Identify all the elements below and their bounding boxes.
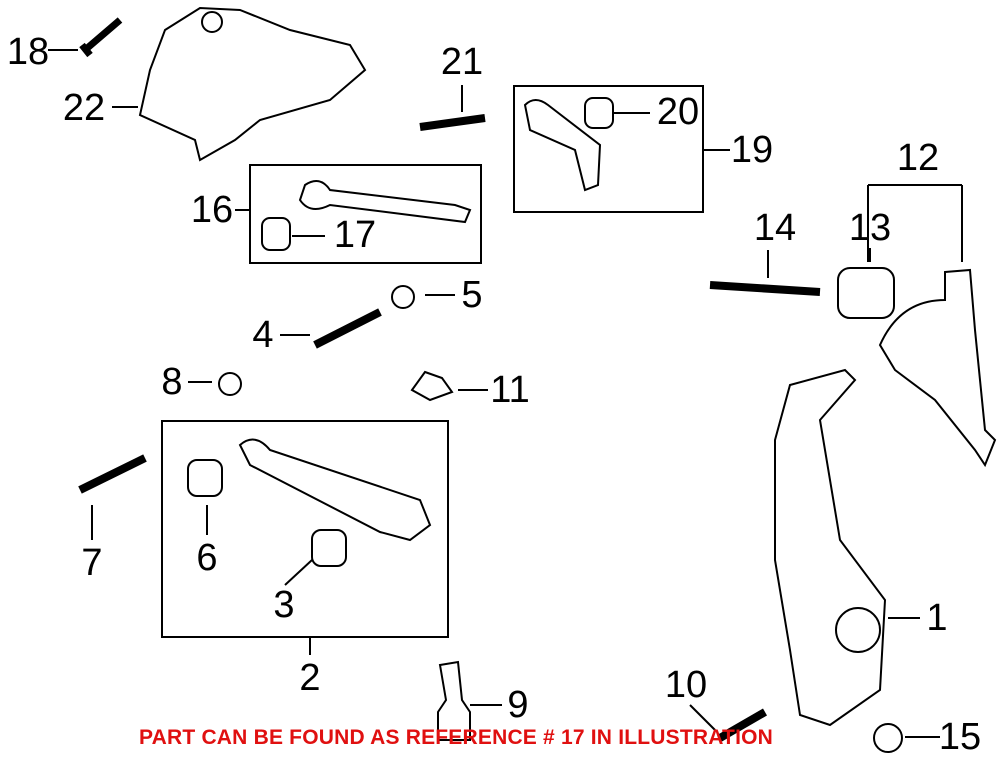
part-1-hub-bore — [835, 607, 881, 653]
part-10-bolt — [717, 708, 768, 742]
callout-22: 22 — [62, 87, 106, 129]
callout-16: 16 — [190, 189, 234, 231]
part-6-bushing — [187, 459, 223, 497]
callout-12: 12 — [896, 137, 940, 179]
part-13-bushing — [837, 267, 895, 319]
part-12-arm — [878, 268, 997, 468]
part-17-bushing — [261, 217, 291, 251]
callout-4: 4 — [252, 314, 274, 356]
group-box-16 — [249, 164, 482, 264]
part-2-arm — [238, 438, 432, 542]
part-19-arm — [523, 99, 602, 192]
callout-8: 8 — [161, 361, 183, 403]
callout-10: 10 — [664, 664, 708, 706]
callout-6: 6 — [196, 537, 218, 579]
part-3-bushing — [311, 529, 347, 567]
part-22-bracket — [138, 6, 367, 162]
part-15-nut — [873, 723, 903, 753]
callout-21: 21 — [440, 41, 484, 83]
callout-14: 14 — [753, 207, 797, 249]
group-box-2 — [161, 420, 449, 638]
part-7-bolt — [78, 454, 147, 494]
callout-19: 19 — [730, 129, 774, 171]
callout-3: 3 — [273, 584, 295, 626]
leader-lines — [48, 49, 963, 738]
part-11-nut — [410, 370, 454, 402]
callout-18: 18 — [6, 31, 50, 73]
callout-2: 2 — [299, 657, 321, 699]
part-20-bushing — [584, 97, 614, 129]
callout-17: 17 — [333, 214, 377, 256]
callout-5: 5 — [461, 274, 483, 316]
callout-9: 9 — [507, 684, 529, 726]
callout-7: 7 — [81, 542, 103, 584]
part-14-bolt — [709, 281, 821, 296]
part-8-nut — [218, 372, 242, 396]
part-21-bolt — [419, 114, 486, 131]
part-22-hole — [201, 11, 223, 33]
callout-20: 20 — [656, 91, 700, 133]
reference-note: PART CAN BE FOUND AS REFERENCE # 17 IN I… — [139, 726, 774, 749]
callout-13: 13 — [848, 207, 892, 249]
callout-1: 1 — [926, 597, 948, 639]
callout-11: 11 — [490, 369, 530, 411]
part-4-bolt — [313, 308, 382, 349]
part-9-ball-joint — [437, 660, 471, 741]
part-5-nut — [391, 285, 415, 309]
part-16-arm — [298, 180, 472, 224]
callout-15: 15 — [938, 716, 982, 757]
part-18-bolt — [79, 17, 123, 58]
part-1-knuckle — [774, 368, 887, 727]
